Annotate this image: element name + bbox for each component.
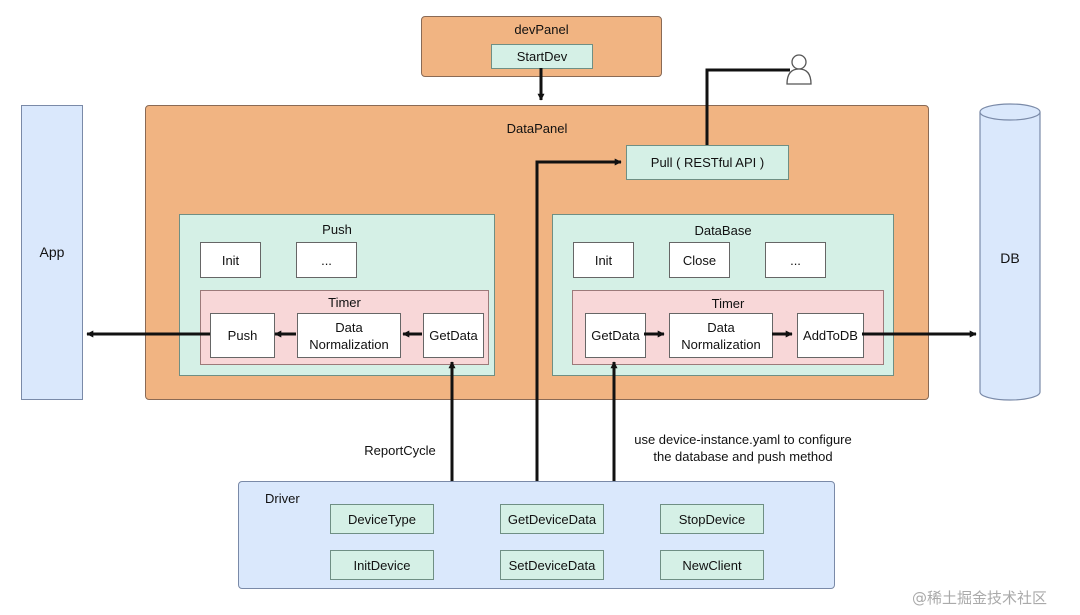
push-timer-normalization-node: Data Normalization (297, 313, 401, 358)
push-timer-push-node: Push (210, 313, 275, 358)
database-more-node: ... (765, 242, 826, 278)
driver-item-getdevicedata: GetDeviceData (500, 504, 604, 534)
driver-item-newclient: NewClient (660, 550, 764, 580)
reportcycle-label: ReportCycle (364, 443, 436, 458)
db-label: DB (1000, 250, 1020, 266)
pull-api-node: Pull ( RESTful API ) (626, 145, 789, 180)
database-panel-title: DataBase (694, 223, 752, 238)
driver-item-devicetype: DeviceType (330, 504, 434, 534)
database-timer-getdata-node: GetData (585, 313, 646, 358)
driver-title: Driver (265, 491, 300, 506)
devpanel-container: devPanel StartDev (421, 16, 662, 77)
database-timer: Timer GetData Data Normalization AddToDB (572, 290, 884, 365)
push-timer-title: Timer (328, 295, 361, 310)
app-node: App (21, 105, 83, 400)
startdev-node: StartDev (491, 44, 593, 69)
database-timer-normalization-node: Data Normalization (669, 313, 773, 358)
devpanel-title: devPanel (514, 22, 569, 37)
database-timer-title: Timer (711, 296, 745, 311)
push-timer: Timer Push Data Normalization GetData (200, 290, 489, 365)
push-more-node: ... (296, 242, 357, 278)
push-panel: Push Init ... Timer Push Data Normalizat… (179, 214, 495, 376)
push-panel-title: Push (322, 222, 352, 237)
database-timer-addtodb-node: AddToDB (797, 313, 864, 358)
driver-container: Driver DeviceType GetDeviceData StopDevi… (238, 481, 835, 589)
watermark-text: @稀土掘金技术社区 (912, 589, 1048, 607)
datapanel-title: DataPanel (506, 121, 568, 136)
push-init-node: Init (200, 242, 261, 278)
config-note-label: use device-instance.yaml to configure th… (634, 432, 852, 464)
push-timer-getdata-node: GetData (423, 313, 484, 358)
driver-item-stopdevice: StopDevice (660, 504, 764, 534)
driver-item-setdevicedata: SetDeviceData (500, 550, 604, 580)
database-panel: DataBase Init Close ... Timer GetData Da… (552, 214, 894, 376)
database-close-node: Close (669, 242, 730, 278)
driver-item-initdevice: InitDevice (330, 550, 434, 580)
database-init-node: Init (573, 242, 634, 278)
